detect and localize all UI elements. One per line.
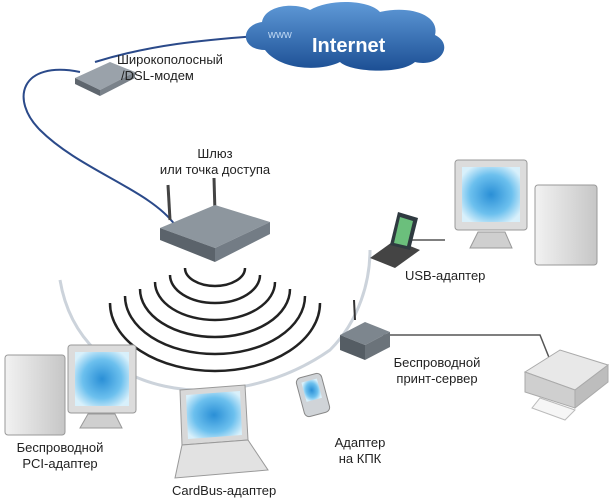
cable-modem-router — [22, 68, 176, 226]
cardbus-adapter-label: CardBus-адаптер — [172, 483, 277, 498]
modem-label-line1: Широкополосный — [117, 52, 223, 67]
router-icon — [160, 177, 270, 262]
gateway-label-line2: или точка доступа — [159, 162, 271, 177]
desktop-pc-right-icon — [454, 159, 598, 266]
pci-adapter-label: Беспроводной PCI-адаптер — [0, 440, 120, 472]
gateway-label: Шлюз или точка доступа — [150, 146, 280, 178]
print-server-label: Беспроводной принт-сервер — [387, 355, 487, 387]
pda-adapter-label: Адаптер на КПК — [320, 435, 400, 467]
pci-label-line1: Беспроводной — [16, 440, 104, 455]
pda-label-line2: на КПК — [338, 451, 382, 466]
desktop-pc-left-icon — [4, 344, 137, 436]
print-server-label-line2: принт-сервер — [396, 371, 478, 386]
modem-label-line2: /DSL-модем — [121, 68, 194, 83]
www-label: www — [267, 29, 292, 41]
pda-label-line1: Адаптер — [334, 435, 386, 450]
cable-printer — [383, 334, 551, 361]
internet-label: Internet — [312, 35, 386, 57]
usb-adapter-icon — [370, 212, 420, 268]
dsl-modem-icon — [75, 62, 135, 96]
laptop-icon — [174, 384, 269, 479]
pci-label-line2: PCI-адаптер — [22, 456, 98, 471]
wireless-signal-waves — [108, 267, 322, 373]
printer-icon — [523, 349, 610, 421]
usb-adapter-label: USB-адаптер — [405, 268, 486, 283]
gateway-label-line1: Шлюз — [197, 146, 233, 161]
print-server-label-line1: Беспроводной — [393, 355, 481, 370]
modem-label: Широкополосный /DSL-модем — [117, 52, 223, 84]
pda-icon — [295, 372, 331, 418]
print-server-icon — [340, 299, 390, 360]
internet-cloud-icon — [245, 1, 445, 71]
